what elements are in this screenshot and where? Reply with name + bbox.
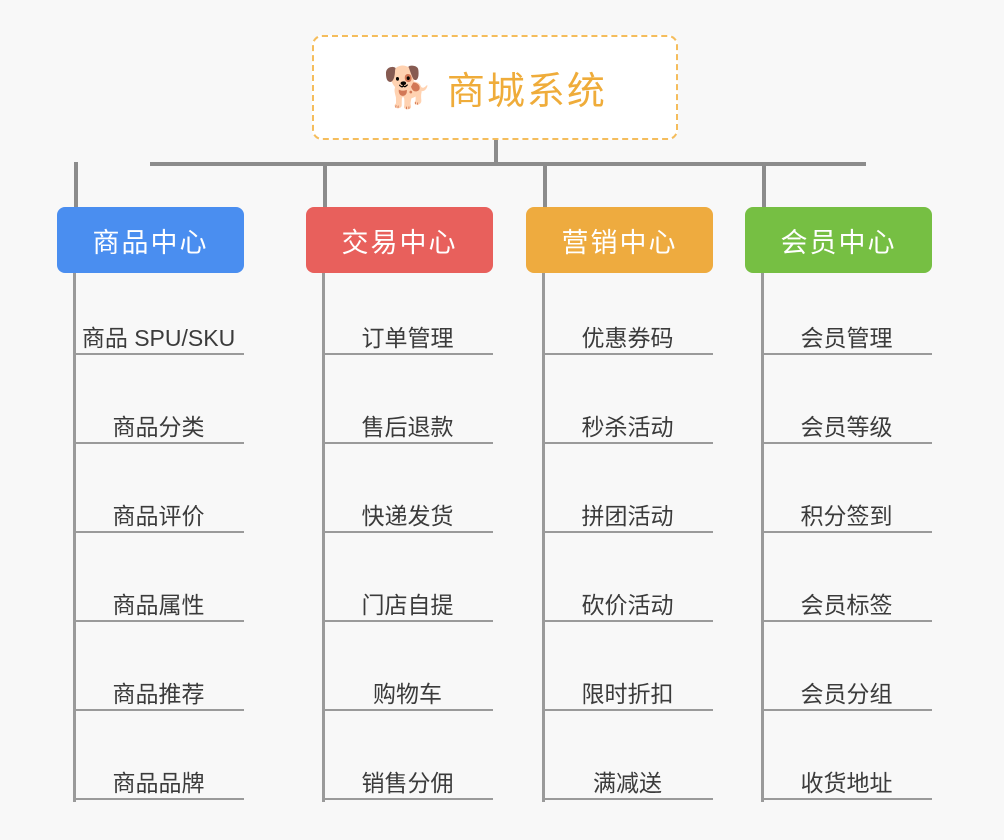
leaf-item[interactable]: 秒杀活动: [542, 398, 713, 444]
leaf-item-label: 商品分类: [112, 413, 205, 440]
leaf-item-label: 限时折扣: [581, 680, 674, 707]
category-box-product-center[interactable]: 商品中心: [57, 207, 244, 273]
leaf-item[interactable]: 优惠券码: [542, 309, 713, 355]
leaf-item[interactable]: 会员管理: [761, 309, 932, 355]
leaf-item[interactable]: 商品推荐: [73, 665, 244, 711]
leaf-item-label: 积分签到: [800, 502, 893, 529]
leaf-item[interactable]: 会员标签: [761, 576, 932, 622]
root-title: 商城系统: [446, 71, 607, 113]
leaf-item[interactable]: 会员等级: [761, 398, 932, 444]
branch-trunk-product-center: [73, 273, 76, 802]
branch-trunk-trade-center: [322, 273, 325, 802]
leaf-item[interactable]: 砍价活动: [542, 576, 713, 622]
leaf-item[interactable]: 快递发货: [322, 487, 493, 533]
leaf-item[interactable]: 销售分佣: [322, 754, 493, 800]
leaf-item-label: 会员等级: [800, 413, 893, 440]
leaf-item-label: 订单管理: [361, 324, 454, 351]
connector-horizontal-bus: [150, 162, 866, 166]
shiba-dog-face-icon: 🐕: [383, 65, 433, 110]
connector-drop-product-center: [73, 162, 78, 209]
leaf-item-label: 满减送: [593, 769, 662, 796]
leaf-item-label: 会员分组: [800, 680, 893, 707]
leaf-item-label: 商品属性: [112, 591, 205, 618]
leaf-item-label: 门店自提: [361, 591, 454, 618]
category-label: 营销中心: [561, 227, 678, 258]
leaf-item-label: 购物车: [373, 680, 442, 707]
leaf-item-label: 秒杀活动: [581, 413, 674, 440]
leaf-item[interactable]: 限时折扣: [542, 665, 713, 711]
leaf-item-label: 销售分佣: [361, 769, 454, 796]
leaf-item[interactable]: 门店自提: [322, 576, 493, 622]
connector-drop-marketing-center: [542, 162, 547, 209]
category-box-trade-center[interactable]: 交易中心: [306, 207, 493, 273]
branch-trunk-member-center: [761, 273, 764, 802]
leaf-item-label: 快递发货: [361, 502, 454, 529]
leaf-item-label: 售后退款: [361, 413, 454, 440]
leaf-item[interactable]: 售后退款: [322, 398, 493, 444]
branch-trunk-marketing-center: [542, 273, 545, 802]
leaf-item-label: 会员管理: [800, 324, 893, 351]
leaf-item-label: 商品评价: [112, 502, 205, 529]
leaf-item[interactable]: 满减送: [542, 754, 713, 800]
leaf-item-label: 拼团活动: [581, 502, 674, 529]
leaf-item-label: 商品品牌: [112, 769, 205, 796]
leaf-item-label: 商品推荐: [112, 680, 205, 707]
connector-drop-trade-center: [322, 162, 327, 209]
leaf-item[interactable]: 商品分类: [73, 398, 244, 444]
leaf-item[interactable]: 收货地址: [761, 754, 932, 800]
category-label: 商品中心: [92, 227, 209, 258]
leaf-item[interactable]: 商品属性: [73, 576, 244, 622]
leaf-item[interactable]: 商品品牌: [73, 754, 244, 800]
leaf-item-label: 砍价活动: [581, 591, 674, 618]
leaf-item-label: 优惠券码: [581, 324, 674, 351]
leaf-item[interactable]: 购物车: [322, 665, 493, 711]
connector-drop-member-center: [761, 162, 766, 209]
category-box-member-center[interactable]: 会员中心: [745, 207, 932, 273]
leaf-item-label: 会员标签: [800, 591, 893, 618]
leaf-item[interactable]: 积分签到: [761, 487, 932, 533]
category-label: 交易中心: [341, 227, 458, 258]
leaf-item[interactable]: 拼团活动: [542, 487, 713, 533]
category-box-marketing-center[interactable]: 营销中心: [526, 207, 713, 273]
leaf-item[interactable]: 商品评价: [73, 487, 244, 533]
leaf-item-label: 收货地址: [800, 769, 893, 796]
category-label: 会员中心: [780, 227, 897, 258]
root-node[interactable]: 🐕 商城系统: [312, 35, 678, 140]
leaf-item[interactable]: 会员分组: [761, 665, 932, 711]
leaf-item[interactable]: 商品 SPU/SKU: [73, 309, 244, 355]
connector-root-stem: [494, 140, 498, 164]
leaf-item-label: 商品 SPU/SKU: [81, 324, 236, 351]
leaf-item[interactable]: 订单管理: [322, 309, 493, 355]
